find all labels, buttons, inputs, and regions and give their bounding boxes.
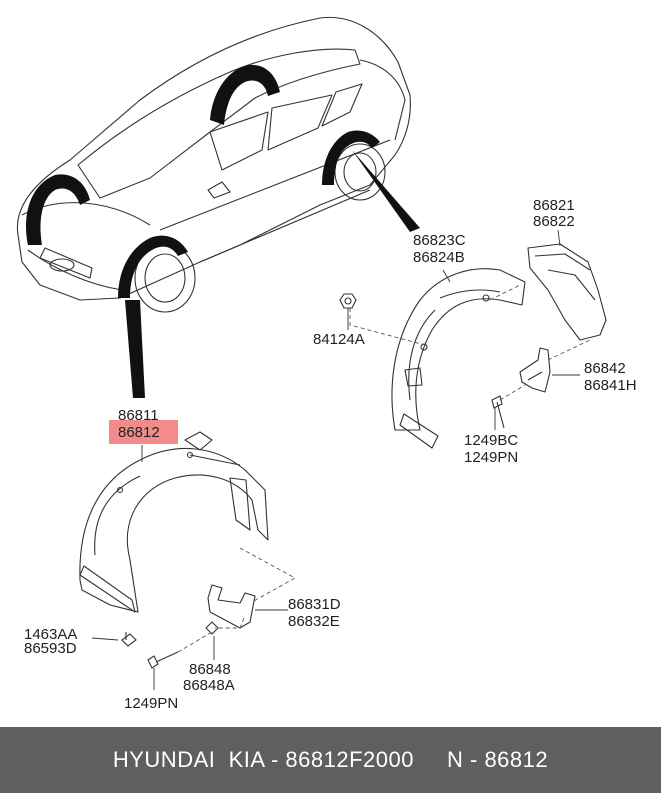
- bolt-1463aa: [121, 632, 137, 647]
- label-86812: 86812: [118, 424, 160, 441]
- label-86823c: 86823C: [413, 232, 466, 249]
- label-86842: 86842: [584, 360, 626, 377]
- car-illustration: [16, 16, 411, 313]
- label-leaders: [91, 229, 580, 690]
- label-1249pn-left: 1249PN: [124, 695, 179, 712]
- part-highlight: [109, 420, 178, 444]
- clip-86848: [205, 621, 219, 635]
- label-1249pn-right: 1249PN: [464, 449, 519, 466]
- label-1463aa: 1463AA: [24, 626, 78, 643]
- rear-wheel-liner: [391, 268, 526, 449]
- part-number-footer: HYUNDAI KIA - 86812F2000 N - 86812: [0, 727, 661, 793]
- label-86831d: 86831D: [288, 596, 341, 613]
- label-86811: 86811: [118, 407, 159, 424]
- label-86593d: 86593D: [24, 640, 77, 657]
- front-wheel-liner: [79, 431, 269, 613]
- rear-splash-piece: [527, 243, 607, 341]
- label-86822: 86822: [533, 213, 575, 230]
- nut-84124a: [339, 293, 357, 309]
- label-84124a: 84124A: [313, 331, 365, 348]
- rear-bracket: [519, 347, 551, 393]
- label-86832e: 86832E: [288, 613, 340, 630]
- label-86848: 86848: [189, 661, 231, 678]
- label-86841h: 86841H: [584, 377, 637, 394]
- footer-text: HYUNDAI KIA - 86812F2000 N - 86812: [112, 747, 549, 772]
- parts-diagram: [16, 16, 607, 690]
- dashed-leaders-right: [349, 284, 591, 401]
- label-86821: 86821: [533, 197, 575, 214]
- car-liner-highlights: [26, 65, 420, 398]
- screw-left: [147, 651, 179, 669]
- label-1249bc: 1249BC: [464, 432, 519, 449]
- front-bracket: [207, 584, 256, 629]
- dashed-leaders-left: [177, 547, 296, 653]
- label-86824b: 86824B: [413, 249, 465, 266]
- label-86848a: 86848A: [183, 677, 235, 694]
- screw-right: [491, 395, 505, 429]
